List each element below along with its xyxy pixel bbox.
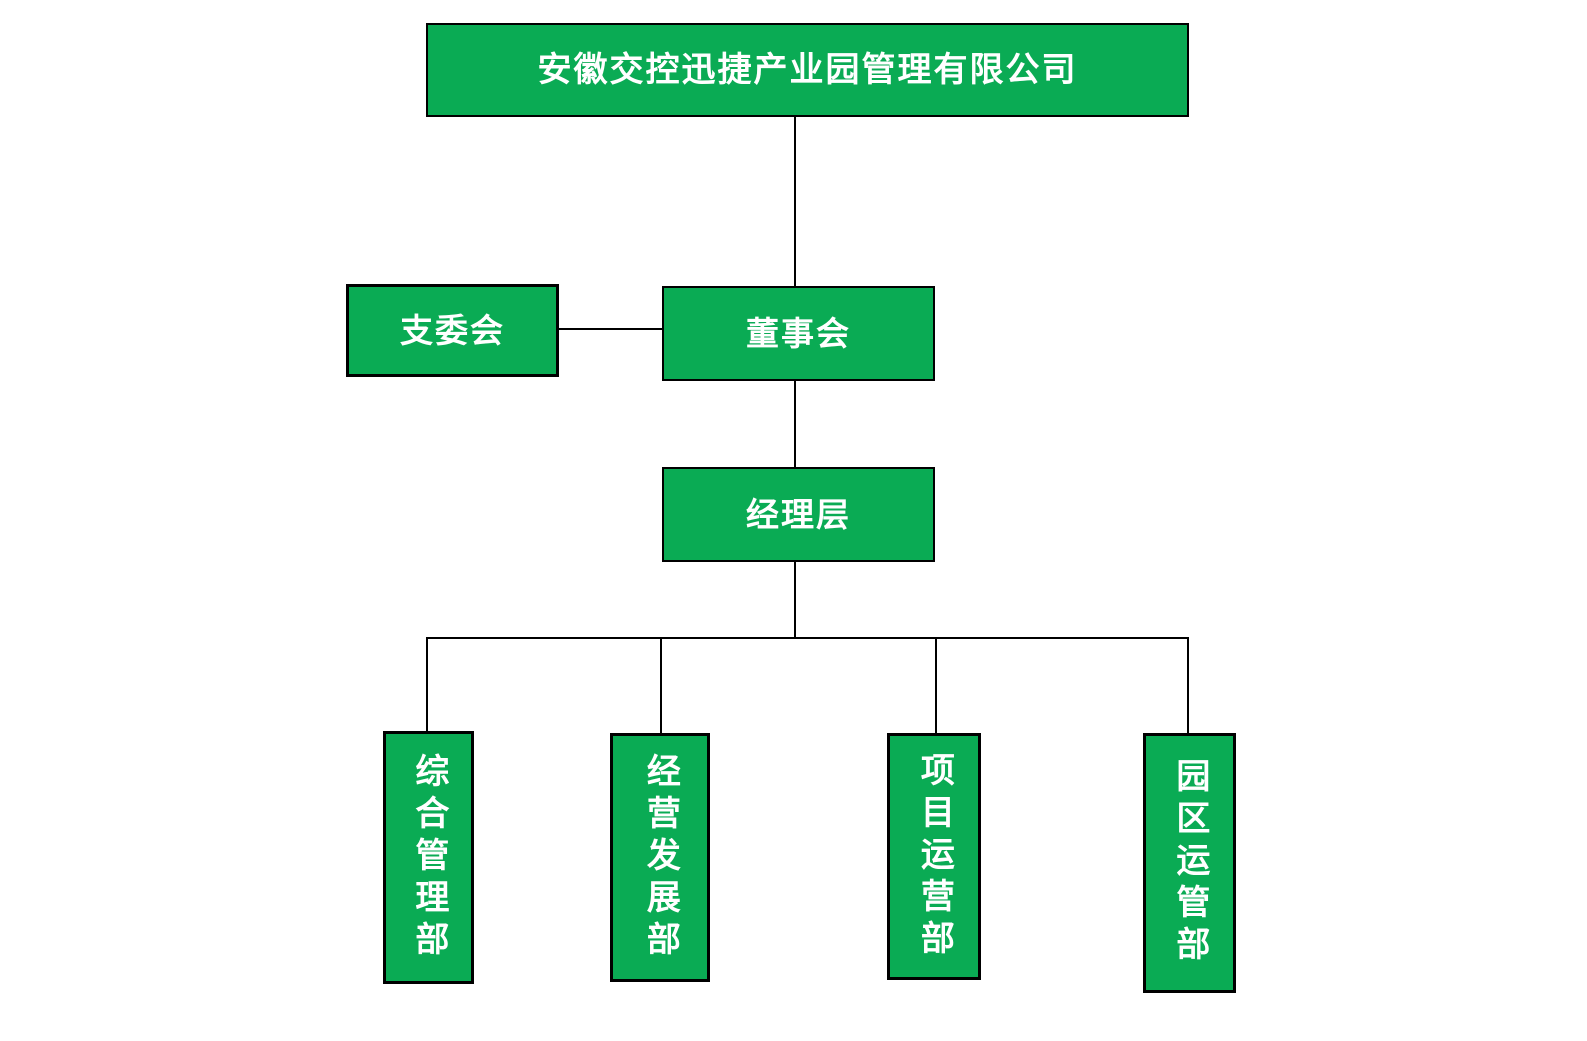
connector-drop-project-ops bbox=[935, 637, 937, 733]
org-node-company-title-label: 安徽交控迅捷产业园管理有限公司 bbox=[537, 50, 1078, 89]
org-node-dept-business-development-label: 经营发展部 bbox=[641, 752, 680, 963]
connector-departments-rail bbox=[427, 637, 1189, 639]
connector-root-to-board bbox=[794, 117, 796, 286]
connector-drop-general-admin bbox=[426, 637, 428, 731]
org-node-company-title: 安徽交控迅捷产业园管理有限公司 bbox=[426, 23, 1189, 117]
org-node-management-layer-label: 经理层 bbox=[746, 495, 851, 533]
connector-management-stem bbox=[794, 562, 796, 638]
org-node-dept-park-operations: 园区运管部 bbox=[1143, 733, 1236, 993]
org-node-dept-general-admin: 综合管理部 bbox=[383, 731, 474, 984]
org-node-branch-committee: 支委会 bbox=[346, 284, 559, 377]
connector-board-to-management bbox=[794, 381, 796, 467]
org-node-management-layer: 经理层 bbox=[662, 467, 935, 562]
org-node-dept-project-operations: 项目运营部 bbox=[887, 733, 981, 980]
connector-drop-business-dev bbox=[660, 637, 662, 733]
org-node-dept-business-development: 经营发展部 bbox=[610, 733, 710, 982]
org-node-dept-general-admin-label: 综合管理部 bbox=[409, 752, 448, 963]
org-node-dept-project-operations-label: 项目运营部 bbox=[915, 751, 954, 962]
connector-committee-to-board bbox=[559, 328, 662, 330]
org-node-board-of-directors-label: 董事会 bbox=[746, 314, 851, 352]
org-node-dept-park-operations-label: 园区运管部 bbox=[1170, 758, 1209, 968]
connector-drop-park-ops bbox=[1187, 637, 1189, 733]
org-node-board-of-directors: 董事会 bbox=[662, 286, 935, 381]
org-node-branch-committee-label: 支委会 bbox=[400, 311, 505, 349]
